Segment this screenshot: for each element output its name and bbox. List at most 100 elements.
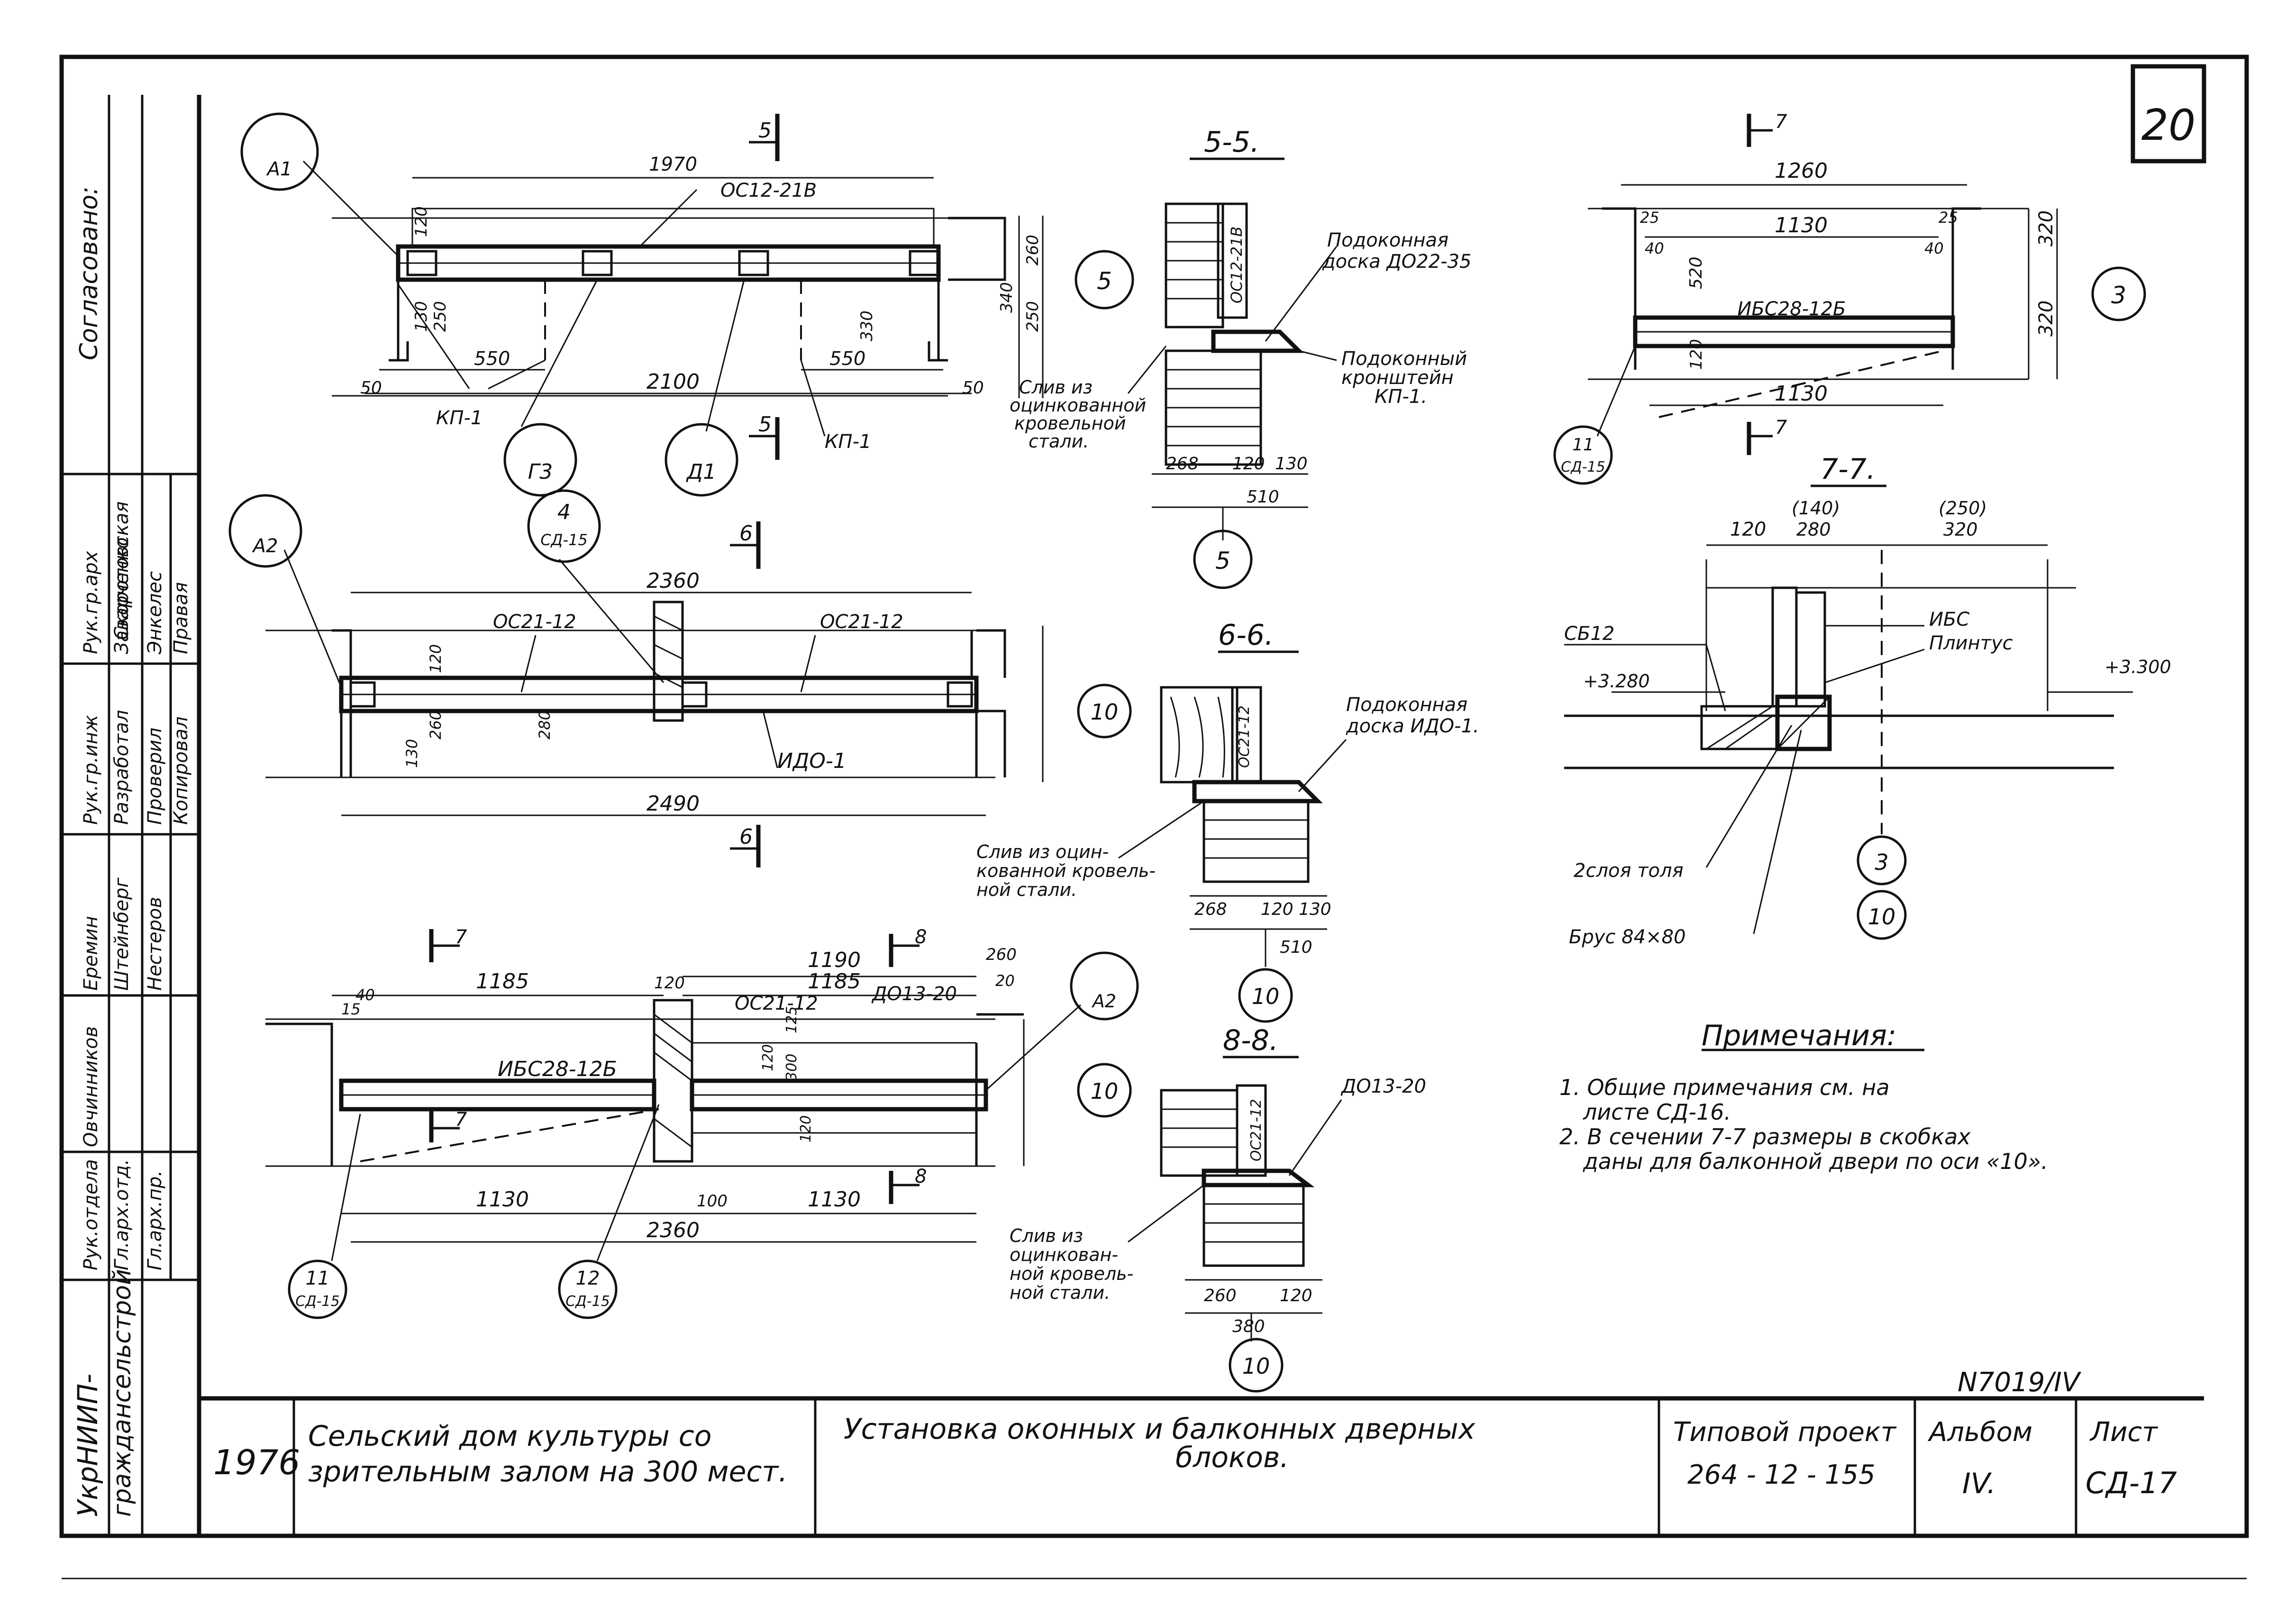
tb-sheet-value: СД-17 [2086, 1466, 2177, 1500]
p4-cut-bottom: 7 [1775, 417, 1787, 438]
tb-sheet-title-2: блоков. [1175, 1441, 1289, 1474]
s88-label3c: ной кровель- [1010, 1263, 1133, 1284]
plan-4 [1553, 114, 2146, 485]
p3-dim-1185b: 1185 [808, 969, 861, 994]
p1-h3: 250 [431, 301, 450, 332]
note-line-1: листе СД-16. [1583, 1099, 1731, 1125]
stamp-agreed: Согласовано: [75, 186, 103, 360]
s55-mark: ОС12-21В [1228, 227, 1246, 303]
p3-dim-1130a: 1130 [476, 1187, 529, 1212]
sheet-number: 20 [2141, 100, 2196, 150]
s77-label-br: Брус 84×80 [1569, 926, 1686, 948]
p2-h3: 130 [403, 739, 421, 768]
left-stamp-column [62, 95, 201, 1536]
callout-10f: 10 [1868, 904, 1896, 930]
callout-5: 5 [1097, 267, 1112, 295]
p3-dim-15: 15 [341, 1000, 361, 1018]
s66-label1: Подоконная [1346, 694, 1467, 716]
p3-cut8b: 8 [915, 1166, 927, 1187]
s55-label2c: КП-1. [1375, 386, 1427, 408]
s66-label1b: доска ИДО-1. [1346, 715, 1479, 737]
s77-d2: 280 [1796, 519, 1831, 540]
p4-dim-320b: 320 [2035, 301, 2057, 337]
p1-kp2: КП-1 [825, 431, 871, 453]
p3-dim-120: 120 [654, 974, 685, 993]
s77-mark-sb: СБ12 [1564, 623, 1614, 645]
s77-title: 7-7. [1820, 453, 1876, 486]
p1-dim-left: 550 [474, 348, 510, 370]
callout-11b-top: 11 [1572, 435, 1594, 455]
callout-4-top: 4 [557, 500, 571, 524]
s55-label1b: доска ДО22-35 [1322, 251, 1471, 273]
p2-sill: ИДО-1 [777, 749, 847, 773]
p3-dim-1185a: 1185 [476, 969, 529, 994]
s55-label3d: стали. [1029, 431, 1089, 452]
callout-11-bot: СД-15 [295, 1293, 339, 1310]
p1-cut-bottom: 5 [758, 412, 772, 437]
s77-d1: 120 [1730, 519, 1766, 540]
section-7-7 [1564, 484, 2133, 940]
tb-sheet-label: Лист [2089, 1417, 2158, 1448]
callout-4-bot: СД-15 [540, 531, 588, 549]
p3-dim-100: 100 [697, 1192, 728, 1211]
s66-d3: 130 [1299, 900, 1331, 919]
p3-dim-1190: 1190 [808, 948, 861, 972]
callout-12-top: 12 [576, 1268, 600, 1289]
s66-label3b: кованной кровель- [976, 860, 1156, 881]
p1-dim-50a: 50 [360, 378, 382, 398]
stamp-name-0: Овчинников [80, 1026, 102, 1147]
project-code: N7019/IV [1958, 1367, 2082, 1398]
p3-h1: 125 [783, 1006, 800, 1033]
s55-label2b: кронштейн [1341, 367, 1454, 389]
p1-dim-right: 550 [829, 348, 865, 370]
p1-h6: 340 [997, 282, 1016, 313]
p4-dim-1260: 1260 [1775, 159, 1828, 183]
s66-title: 6-6. [1218, 619, 1274, 652]
p3-dim-20: 20 [995, 972, 1015, 990]
plan-2 [228, 489, 1132, 867]
p2-h2: 260 [427, 711, 445, 739]
s55-label2: Подоконный [1341, 348, 1467, 370]
p3-cut8a: 8 [915, 926, 927, 948]
s88-title: 8-8. [1223, 1024, 1278, 1057]
stamp-role-3: Рук.гр.инж [80, 715, 102, 825]
tb-typical-label: Типовой проект [1673, 1417, 1897, 1448]
s77-mark-pl: Плинтус [1929, 632, 2013, 654]
p4-mark: ИБС28-12Б [1738, 298, 1846, 320]
p2-dim-top: 2360 [647, 569, 700, 593]
s77-mark-ibs: ИБС [1929, 609, 1969, 630]
s77-d3: 320 [1943, 519, 1978, 540]
tb-sheet-title-1: Установка оконных и балконных дверных [844, 1413, 1475, 1446]
p1-h1: 120 [412, 206, 431, 237]
section-6-6 [1118, 650, 1347, 1023]
p3-h3: 300 [783, 1054, 800, 1081]
callout-a1: А1 [266, 158, 292, 180]
p2-dim-bottom: 2490 [647, 792, 700, 816]
s77-d2a: (140) [1792, 498, 1840, 519]
p4-dim-520: 520 [1686, 256, 1706, 289]
s66-d4: 510 [1280, 938, 1312, 957]
s88-d3: 380 [1232, 1317, 1265, 1336]
p1-dim-50b: 50 [962, 378, 984, 398]
tb-year: 1976 [213, 1442, 300, 1482]
section-5-5 [1127, 157, 1338, 589]
p3-h4: 120 [798, 1115, 814, 1142]
p1-mark: ОС12-21В [720, 180, 817, 201]
callout-3: 3 [2111, 282, 2126, 309]
p2-cut-top: 6 [739, 521, 753, 546]
p1-cut-top: 5 [758, 119, 772, 143]
tb-object-1: Сельский дом культуры со [308, 1420, 711, 1453]
callout-10d: 10 [1242, 1353, 1270, 1379]
s88-label3b: оцинкован- [1010, 1244, 1118, 1265]
s66-label3: Слив из оцин- [976, 841, 1109, 862]
s77-d3a: (250) [1939, 498, 1987, 519]
p3-cut7a: 7 [455, 926, 467, 948]
tb-typical-value: 264 - 12 - 155 [1687, 1460, 1876, 1490]
callout-12-bot: СД-15 [565, 1293, 610, 1310]
s66-d2: 120 [1261, 900, 1293, 919]
p3-mark-window: ОС21-12 [735, 993, 818, 1014]
callout-g3: Г3 [528, 460, 553, 484]
p1-h7: 330 [857, 310, 876, 341]
s55-d1: 268 [1166, 454, 1199, 474]
p2-cut-bottom: 6 [739, 825, 753, 849]
